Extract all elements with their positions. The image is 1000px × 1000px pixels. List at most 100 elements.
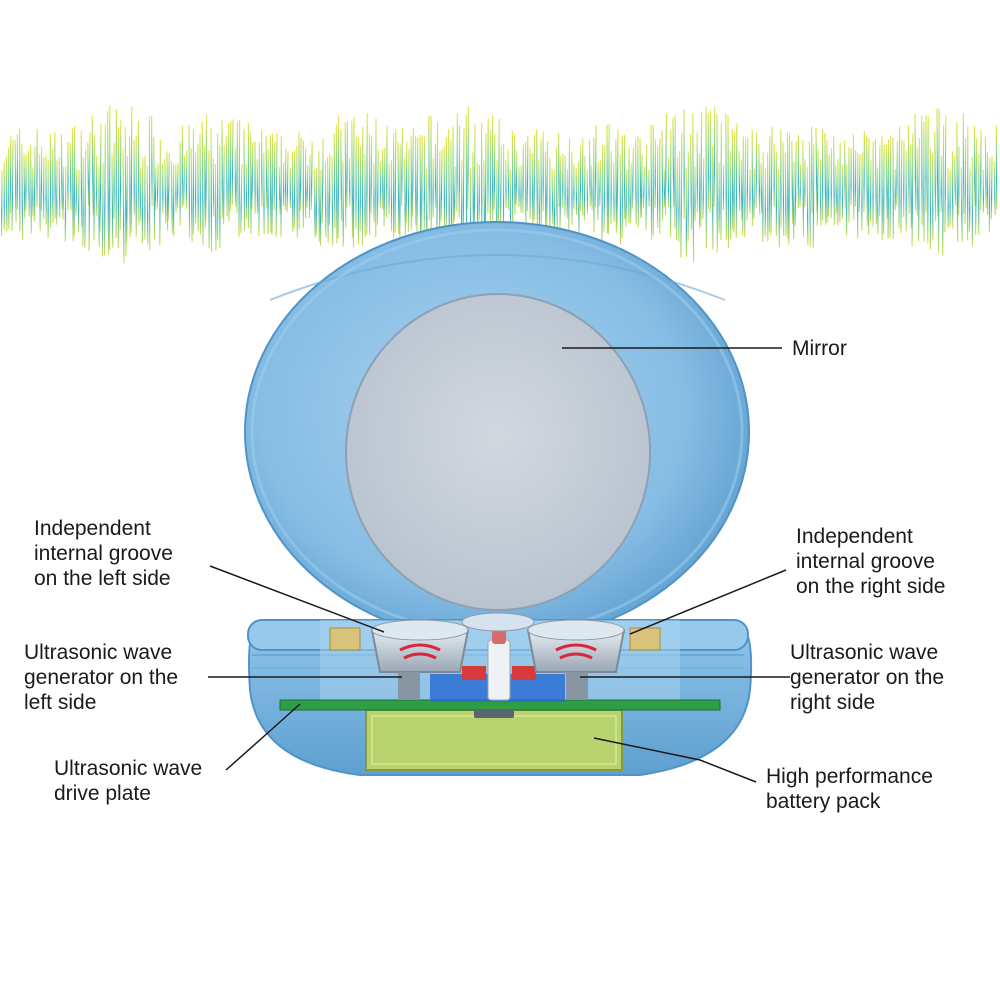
wave-stroke — [783, 142, 784, 236]
wave-stroke — [552, 169, 553, 225]
wave-stroke — [78, 170, 79, 232]
wave-stroke — [89, 133, 90, 252]
wave-stroke — [108, 111, 109, 255]
wave-stroke — [215, 164, 216, 250]
wave-stroke — [761, 163, 762, 213]
wave-stroke — [332, 157, 333, 246]
wave-stroke — [202, 121, 203, 245]
wave-stroke — [494, 134, 495, 209]
label-generator-right: Ultrasonic wave generator on the right s… — [790, 640, 944, 715]
wave-stroke — [125, 127, 126, 257]
wave-stroke — [336, 125, 337, 244]
label-groove-left: Independent internal groove on the left … — [34, 516, 173, 591]
wave-stroke — [935, 132, 936, 221]
wave-stroke — [167, 151, 168, 230]
wave-stroke — [395, 129, 396, 233]
wave-stroke — [745, 139, 746, 237]
wave-stroke — [498, 119, 499, 229]
wave-stroke — [646, 145, 647, 230]
wave-stroke — [377, 150, 378, 225]
wave-stroke — [640, 138, 641, 218]
wave-stroke — [578, 162, 579, 241]
wave-stroke — [152, 116, 153, 206]
wave-stroke — [991, 156, 992, 220]
wave-stroke — [771, 127, 772, 236]
wave-stroke — [347, 121, 348, 207]
wave-stroke — [85, 149, 86, 248]
wave-stroke — [701, 111, 702, 226]
wave-stroke — [508, 150, 509, 210]
wave-stroke — [226, 137, 227, 217]
wave-stroke — [703, 158, 704, 219]
wave-stroke — [747, 137, 748, 220]
wave-stroke — [102, 163, 103, 257]
wave-stroke — [595, 125, 596, 208]
wave-stroke — [965, 138, 966, 224]
wave-stroke — [714, 107, 715, 207]
wave-stroke — [789, 132, 790, 244]
wave-stroke — [34, 147, 35, 222]
wave-stroke — [516, 151, 517, 205]
wave-stroke — [985, 137, 986, 209]
label-mirror: Mirror — [792, 337, 847, 360]
wave-stroke — [875, 139, 876, 224]
wave-stroke — [600, 160, 601, 206]
label-generator-left: Ultrasonic wave generator on the left si… — [24, 640, 178, 715]
wave-stroke — [547, 141, 548, 227]
wave-stroke — [239, 120, 240, 237]
wave-stroke — [168, 153, 169, 220]
wave-stroke — [807, 167, 808, 245]
wave-stroke — [259, 142, 260, 236]
wave-stroke — [412, 128, 413, 216]
wave-stroke — [322, 138, 323, 223]
wave-stroke — [500, 146, 501, 227]
wave-stroke — [241, 164, 242, 233]
wave-stroke — [859, 155, 860, 212]
wave-stroke — [756, 132, 757, 208]
wave-stroke — [532, 153, 533, 224]
wave-stroke — [76, 169, 77, 215]
wave-stroke — [130, 136, 131, 237]
wave-stroke — [589, 139, 590, 206]
wave-stroke — [211, 128, 212, 252]
wave-stroke — [779, 169, 780, 247]
wave-stroke — [92, 116, 93, 215]
wave-stroke — [665, 114, 666, 215]
wave-stroke — [63, 167, 64, 220]
wave-stroke — [785, 153, 786, 236]
wave-stroke — [334, 133, 335, 228]
wave-stroke — [759, 144, 760, 215]
wave-stroke — [911, 145, 912, 229]
wave-stroke — [969, 168, 970, 232]
wave-stroke — [309, 155, 310, 218]
wave-stroke — [28, 150, 29, 216]
wave-stroke — [800, 165, 801, 207]
wave-stroke — [560, 156, 561, 229]
wave-stroke — [915, 114, 916, 210]
wave-stroke — [420, 135, 421, 247]
wave-stroke — [70, 143, 71, 210]
wave-stroke — [787, 132, 788, 239]
wave-stroke — [405, 158, 406, 235]
wave-stroke — [352, 121, 353, 237]
wave-stroke — [569, 138, 570, 233]
wave-stroke — [422, 135, 423, 230]
wave-stroke — [845, 140, 846, 208]
wave-stroke — [279, 167, 280, 214]
wave-stroke — [300, 138, 301, 211]
wave-stroke — [890, 136, 891, 238]
wave-stroke — [614, 163, 615, 222]
wave-stroke — [457, 113, 458, 211]
wave-stroke — [100, 124, 101, 233]
wave-stroke — [825, 133, 826, 225]
wave-stroke — [912, 134, 913, 247]
wave-stroke — [297, 146, 298, 238]
wave-stroke — [61, 135, 62, 209]
wave-stroke — [734, 132, 735, 233]
wave-stroke — [955, 156, 956, 205]
wave-stroke — [886, 144, 887, 219]
wave-stroke — [266, 136, 267, 209]
wave-stroke — [957, 122, 958, 242]
wave-stroke — [616, 139, 617, 233]
